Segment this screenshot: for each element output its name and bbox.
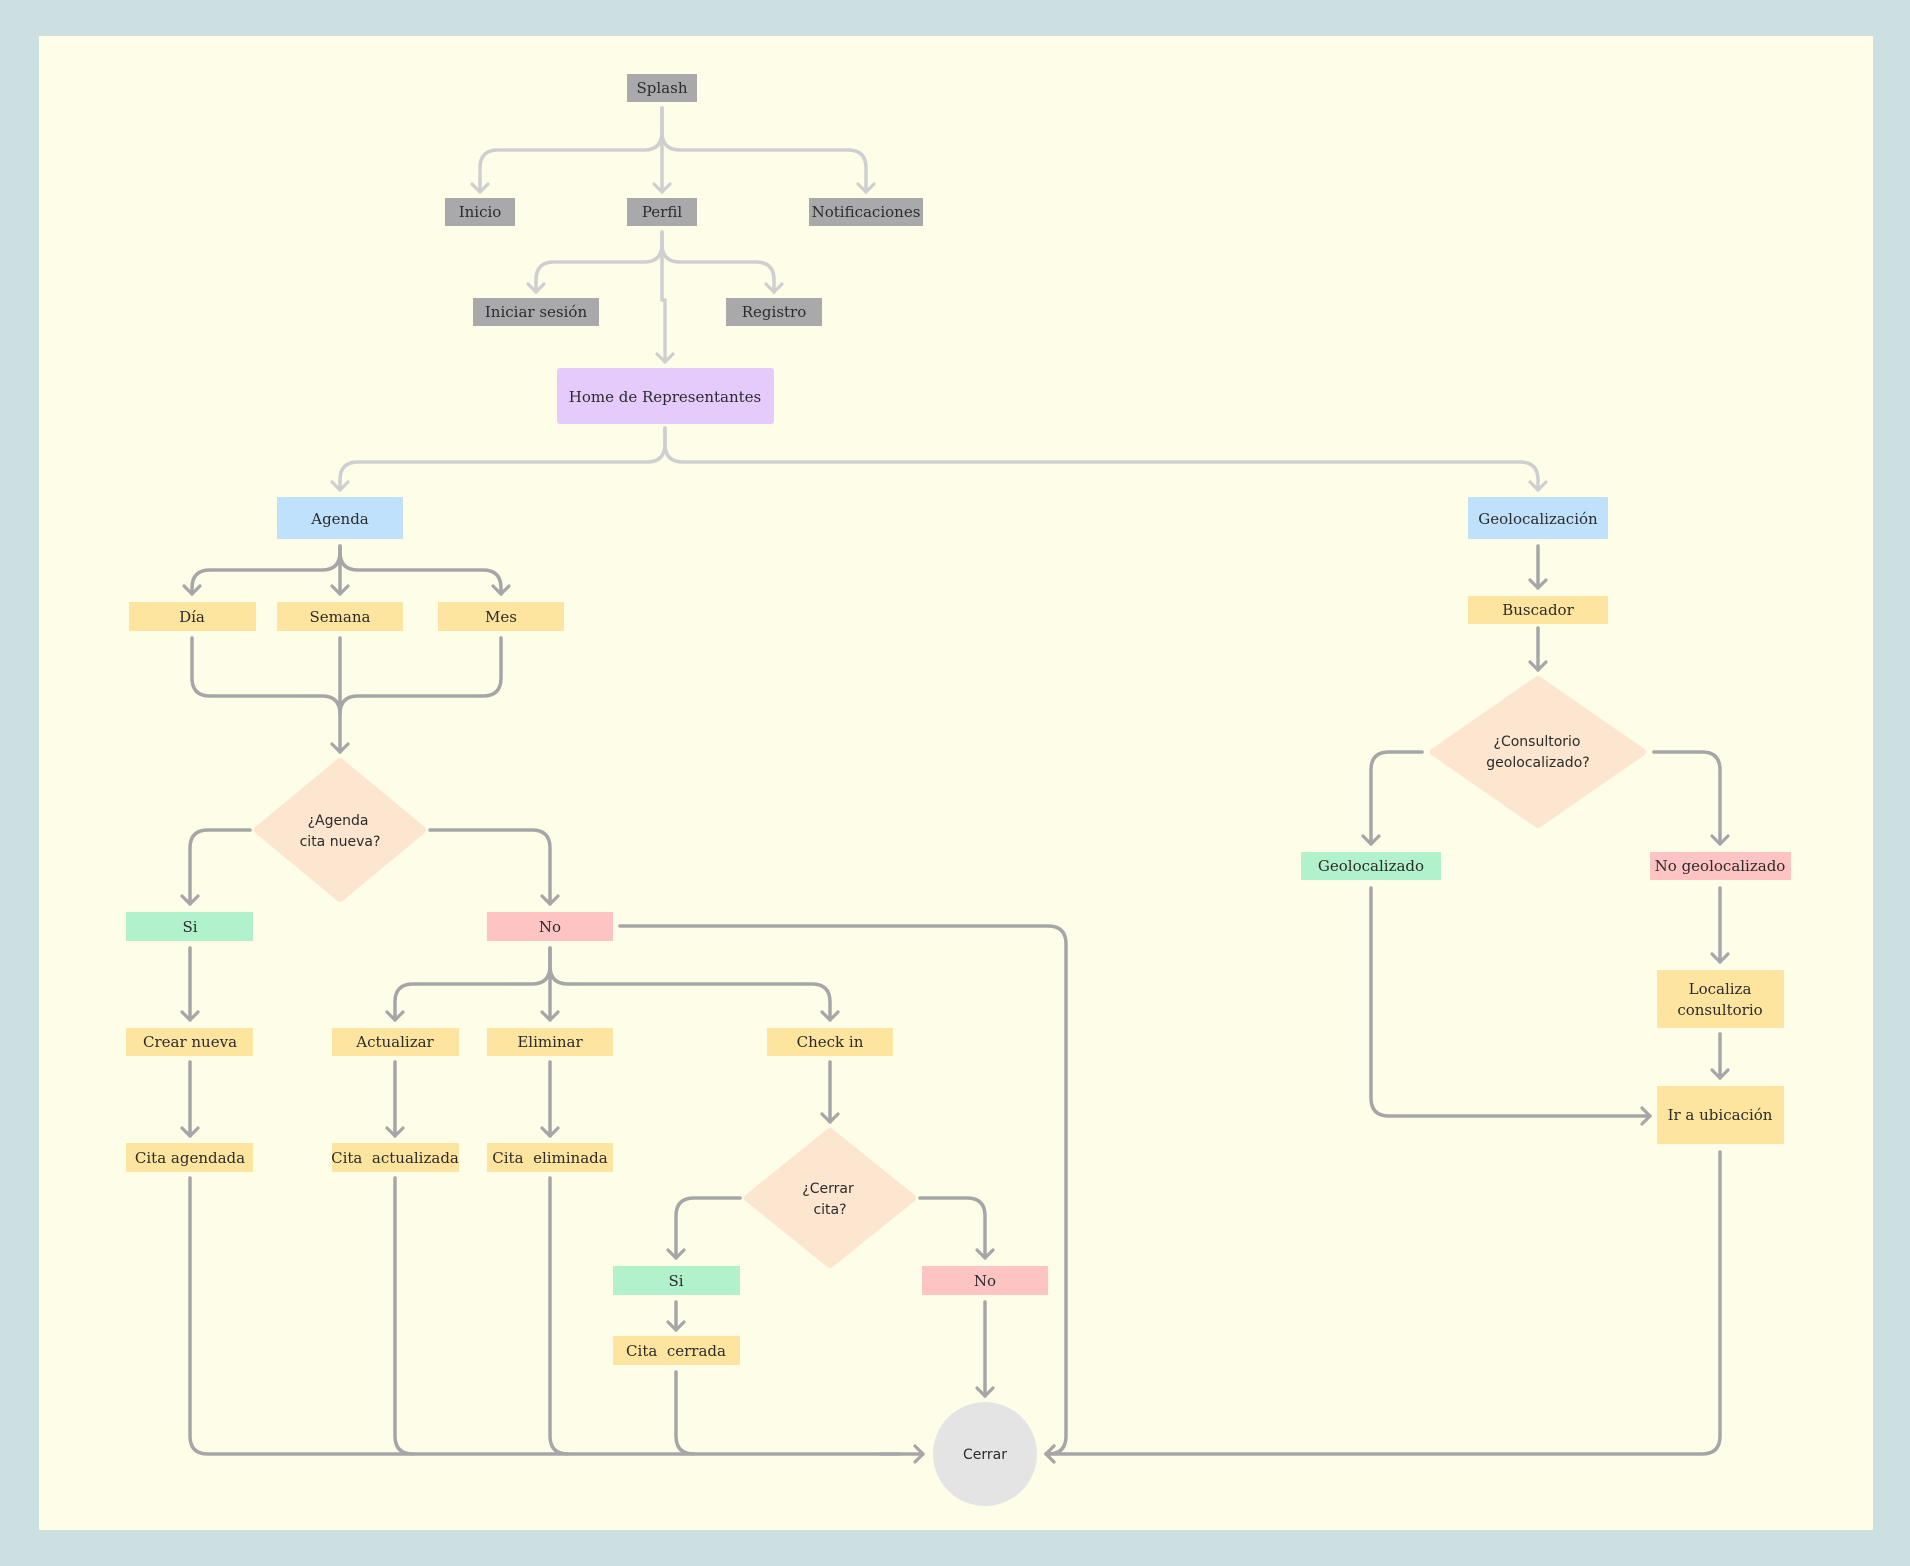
node-dia[interactable]: Día — [129, 602, 256, 631]
node-localiza-line1: Localiza — [1689, 980, 1752, 998]
node-buscador-label: Buscador — [1502, 601, 1574, 619]
node-cerrar-label: Cerrar — [963, 1447, 1007, 1463]
edges-light — [330, 106, 1548, 492]
decision-consultorio-geolocalizado[interactable]: ¿Consultorio geolocalizado? — [1430, 676, 1646, 828]
node-actualizar-label: Actualizar — [355, 1033, 434, 1051]
node-geolocalizado[interactable]: Geolocalizado — [1301, 852, 1441, 880]
node-ir-ubicacion-label: Ir a ubicación — [1668, 1106, 1773, 1124]
node-registro-label: Registro — [742, 303, 807, 321]
node-home-label: Home de Representantes — [569, 388, 762, 406]
node-check-in-label: Check in — [797, 1033, 864, 1051]
decision-consultorio-line2: geolocalizado? — [1486, 755, 1589, 771]
node-agenda[interactable]: Agenda — [277, 497, 403, 539]
decision-cerrar-line2: cita? — [813, 1202, 846, 1218]
node-mes-label: Mes — [485, 608, 517, 626]
node-notificaciones[interactable]: Notificaciones — [809, 198, 923, 226]
node-no[interactable]: No — [487, 912, 613, 941]
node-dia-label: Día — [179, 608, 205, 626]
node-buscador[interactable]: Buscador — [1468, 596, 1608, 624]
node-iniciar-sesion[interactable]: Iniciar sesión — [473, 298, 599, 326]
node-semana-label: Semana — [310, 608, 371, 626]
node-no-cerrar-label: No — [974, 1272, 996, 1290]
decision-agenda-cita-nueva[interactable]: ¿Agenda cita nueva? — [254, 758, 426, 902]
node-inicio-label: Inicio — [459, 203, 502, 221]
node-si[interactable]: Si — [126, 912, 253, 941]
node-eliminar[interactable]: Eliminar — [487, 1028, 613, 1056]
node-splash-label: Splash — [637, 79, 688, 97]
node-no-geolocalizado[interactable]: No geolocalizado — [1650, 852, 1791, 880]
decision-agenda-line2: cita nueva? — [300, 834, 381, 850]
node-mes[interactable]: Mes — [438, 602, 564, 631]
node-localiza-consultorio[interactable]: Localiza consultorio — [1657, 970, 1784, 1028]
node-splash[interactable]: Splash — [627, 74, 697, 102]
node-cerrar[interactable]: Cerrar — [933, 1402, 1037, 1506]
node-perfil[interactable]: Perfil — [627, 198, 697, 226]
decision-agenda-line1: ¿Agenda — [308, 813, 369, 829]
node-crear-nueva-label: Crear nueva — [143, 1033, 237, 1051]
node-cita-cerrada-label: Cita cerrada — [626, 1342, 726, 1360]
node-notificaciones-label: Notificaciones — [812, 203, 921, 221]
decision-cerrar-line1: ¿Cerrar — [802, 1181, 854, 1197]
node-registro[interactable]: Registro — [726, 298, 822, 326]
node-inicio[interactable]: Inicio — [445, 198, 515, 226]
node-localiza-line2: consultorio — [1677, 1001, 1762, 1019]
node-cita-actualizada-label: Cita actualizada — [331, 1149, 459, 1167]
node-si-cerrar-label: Si — [668, 1272, 683, 1290]
node-cita-eliminada-label: Cita eliminada — [492, 1149, 607, 1167]
decision-cerrar-cita[interactable]: ¿Cerrar cita? — [744, 1128, 916, 1268]
node-geolocalizacion-label: Geolocalización — [1478, 510, 1598, 528]
node-cita-eliminada[interactable]: Cita eliminada — [487, 1143, 613, 1172]
node-no-label: No — [539, 918, 561, 936]
node-geolocalizacion[interactable]: Geolocalización — [1468, 497, 1608, 539]
node-no-geolocalizado-label: No geolocalizado — [1655, 857, 1786, 875]
node-perfil-label: Perfil — [642, 203, 682, 221]
node-si-cerrar[interactable]: Si — [613, 1266, 740, 1295]
node-agenda-label: Agenda — [310, 510, 369, 528]
node-actualizar[interactable]: Actualizar — [332, 1028, 459, 1056]
node-eliminar-label: Eliminar — [517, 1033, 583, 1051]
node-home-representantes[interactable]: Home de Representantes — [557, 368, 774, 424]
node-cita-agendada[interactable]: Cita agendada — [126, 1143, 253, 1172]
node-ir-a-ubicacion[interactable]: Ir a ubicación — [1657, 1086, 1784, 1144]
edges-dark — [180, 544, 1730, 1464]
node-si-label: Si — [182, 918, 197, 936]
node-semana[interactable]: Semana — [277, 602, 403, 631]
node-iniciar-sesion-label: Iniciar sesión — [485, 303, 588, 321]
node-geolocalizado-label: Geolocalizado — [1318, 857, 1424, 875]
decision-consultorio-line1: ¿Consultorio — [1494, 734, 1581, 750]
node-crear-nueva[interactable]: Crear nueva — [126, 1028, 253, 1056]
node-cita-cerrada[interactable]: Cita cerrada — [613, 1336, 740, 1365]
node-cita-agendada-label: Cita agendada — [135, 1149, 245, 1167]
node-no-cerrar[interactable]: No — [922, 1266, 1048, 1295]
node-cita-actualizada[interactable]: Cita actualizada — [331, 1143, 459, 1172]
node-check-in[interactable]: Check in — [767, 1028, 893, 1056]
